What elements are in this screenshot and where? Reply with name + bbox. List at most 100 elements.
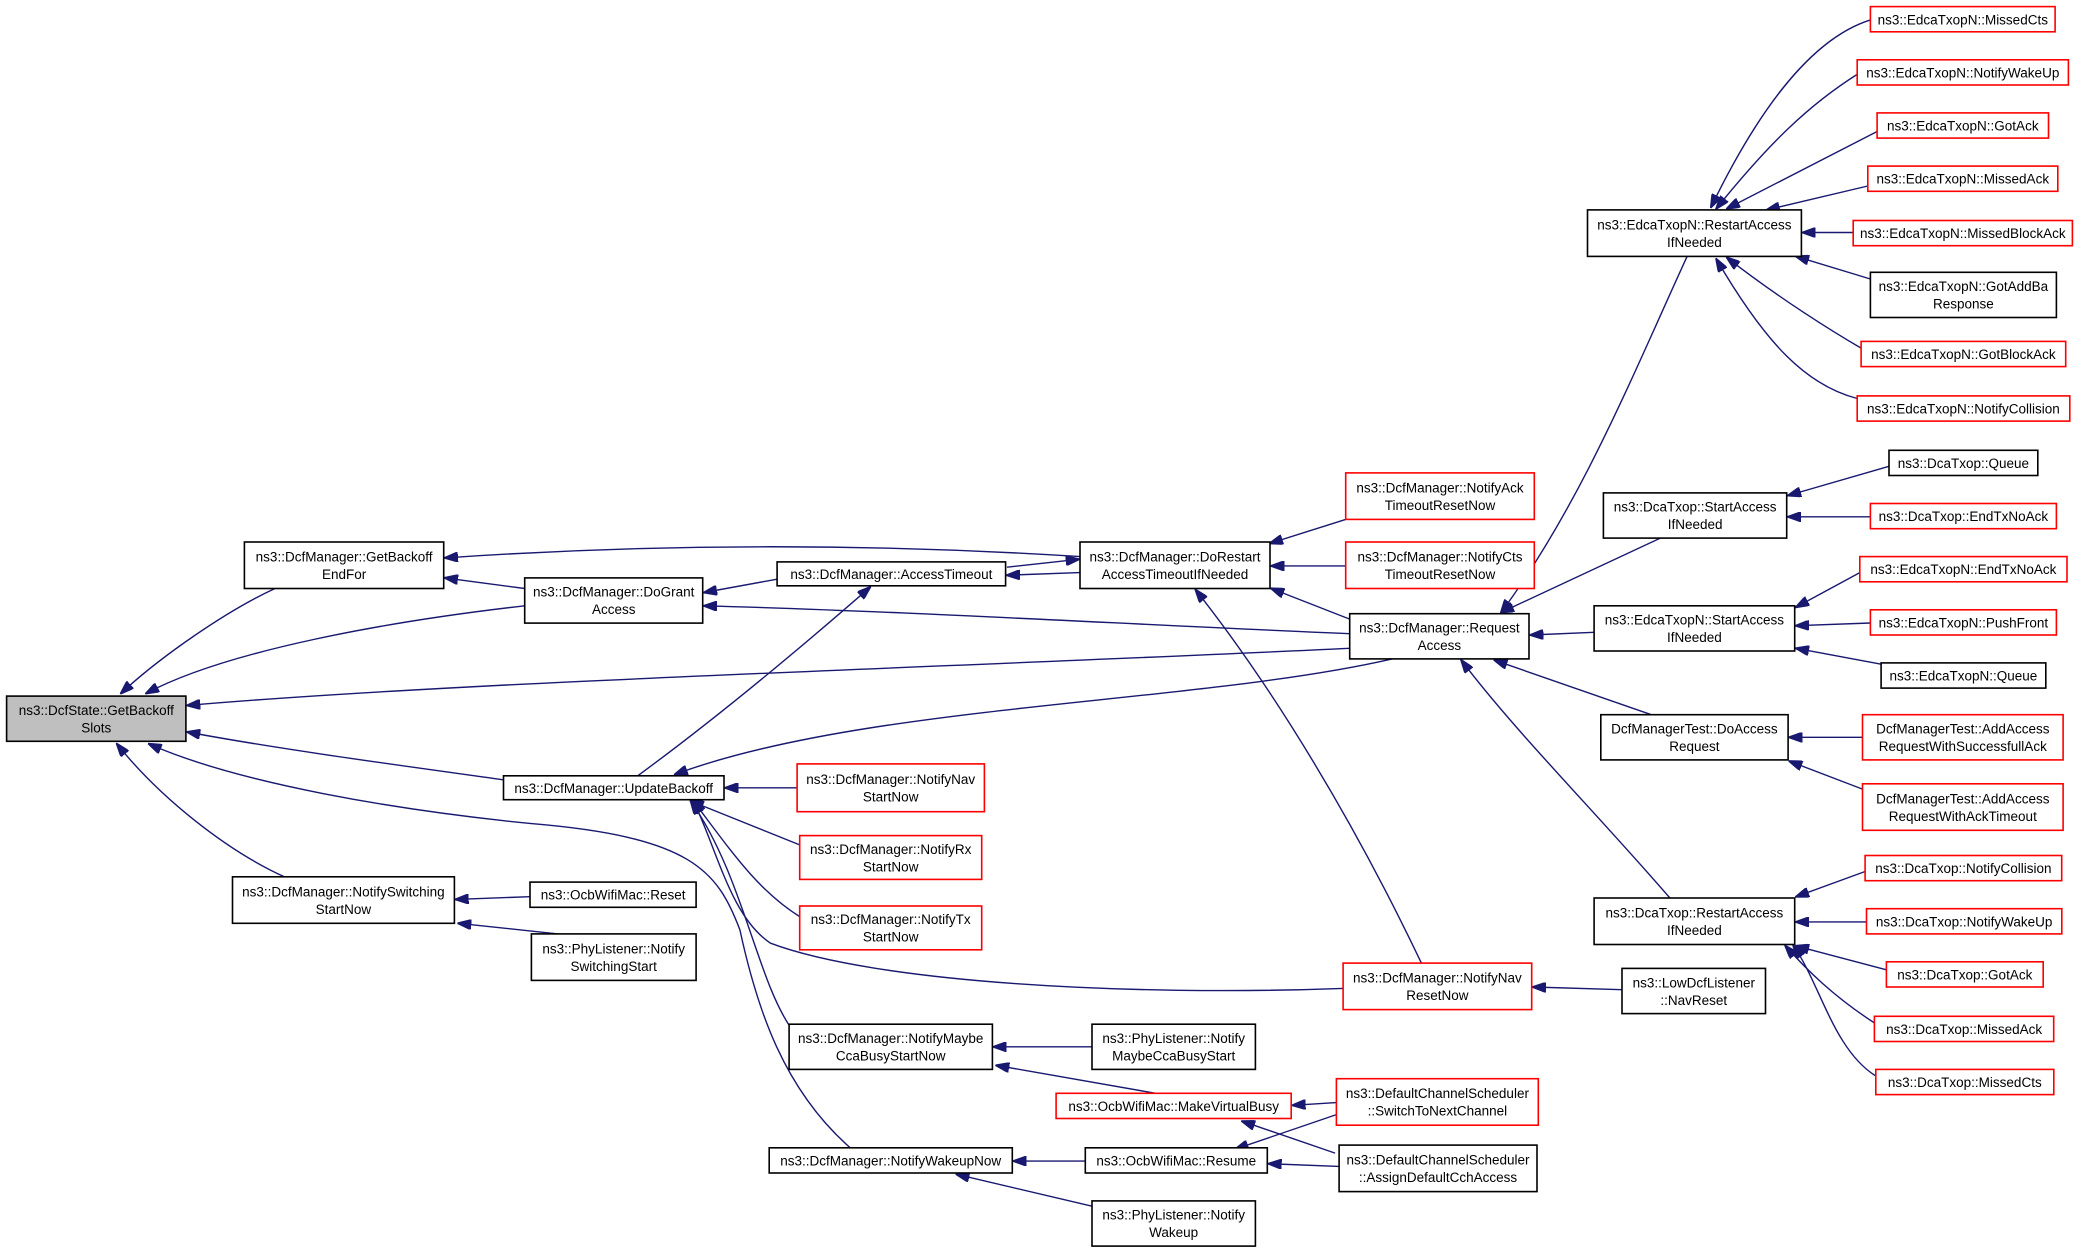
node-label: ns3::DefaultChannelScheduler	[1346, 1153, 1530, 1168]
node-label: ns3::DcfManager::AccessTimeout	[790, 567, 992, 582]
node-edcagotblockack[interactable]: ns3::EdcaTxopN::GotBlockAck	[1860, 340, 2067, 368]
node-lowdcfnavreset[interactable]: ns3::LowDcfListener::NavReset	[1621, 967, 1767, 1015]
node-label: MaybeCcaBusyStart	[1112, 1049, 1235, 1064]
node-accesstimeout[interactable]: ns3::DcfManager::AccessTimeout	[776, 561, 1007, 587]
node-dcaqueue[interactable]: ns3::DcaTxop::Queue	[1888, 449, 2039, 477]
node-label: ns3::EdcaTxopN::RestartAccess	[1597, 217, 1792, 232]
node-label: ns3::DcfManager::NotifyCts	[1357, 550, 1522, 565]
edge-assigndefault-to-makevirtualbusy	[1242, 1121, 1336, 1154]
node-label: ::AssignDefaultCchAccess	[1359, 1170, 1518, 1185]
node-edcanotifycollision[interactable]: ns3::EdcaTxopN::NotifyCollision	[1856, 395, 2071, 422]
node-label: ns3::DcaTxop::EndTxNoAck	[1879, 509, 2049, 524]
node-box	[1880, 662, 2047, 689]
node-label: ns3::DcaTxop::Queue	[1898, 456, 2029, 471]
node-edcamissedack[interactable]: ns3::EdcaTxopN::MissedAck	[1867, 165, 2059, 193]
node-edcaqueue[interactable]: ns3::EdcaTxopN::Queue	[1880, 662, 2047, 689]
node-label: ns3::DefaultChannelScheduler	[1346, 1086, 1530, 1101]
node-edcagotack[interactable]: ns3::EdcaTxopN::GotAck	[1876, 112, 2050, 139]
node-edcaendtxnoack[interactable]: ns3::EdcaTxopN::EndTxNoAck	[1859, 555, 2068, 583]
node-ocbreset[interactable]: ns3::OcbWifiMac::Reset	[529, 881, 697, 909]
node-box	[1344, 541, 1536, 590]
node-box	[788, 1023, 994, 1071]
node-dcagotack[interactable]: ns3::DcaTxop::GotAck	[1885, 960, 2045, 988]
node-label: Access	[1418, 638, 1462, 653]
node-box	[1621, 967, 1767, 1015]
node-edcanotifywakeup[interactable]: ns3::EdcaTxopN::NotifyWakeUp	[1856, 58, 2070, 86]
node-notifywakeup[interactable]: ns3::DcfManager::NotifyWakeupNow	[768, 1147, 1014, 1174]
node-label: ns3::PhyListener::Notify	[1102, 1208, 1245, 1223]
node-box	[1876, 112, 2050, 139]
node-phywakeup[interactable]: ns3::PhyListener::NotifyWakeup	[1091, 1200, 1257, 1247]
node-notifyack[interactable]: ns3::DcfManager::NotifyAckTimeoutResetNo…	[1344, 472, 1536, 521]
edge-notifyack-to-dorestart	[1270, 518, 1346, 543]
edge-dorestart-to-accesstimeout	[1007, 573, 1081, 576]
node-box	[1856, 58, 2070, 86]
node-dcanotifywakeup[interactable]: ns3::DcaTxop::NotifyWakeUp	[1865, 907, 2063, 935]
node-label: ns3::OcbWifiMac::Resume	[1096, 1153, 1256, 1168]
edge-phywakeup-to-notifywakeup	[957, 1174, 1093, 1207]
node-label: ns3::EdcaTxopN::StartAccess	[1605, 613, 1785, 628]
node-edcapushfront[interactable]: ns3::EdcaTxopN::PushFront	[1869, 608, 2058, 636]
node-box	[529, 881, 697, 909]
node-label: ns3::DcaTxop::GotAck	[1897, 967, 2032, 982]
node-box	[1861, 782, 2064, 832]
node-notifycts[interactable]: ns3::DcfManager::NotifyCtsTimeoutResetNo…	[1344, 541, 1536, 590]
edge-ocbreset-to-notifyswitching	[456, 897, 531, 900]
edge-accesstimeout-to-dorestart	[1006, 559, 1079, 568]
edge-edcagotblockack-to-edcarestart	[1727, 258, 1862, 349]
node-ocbresume[interactable]: ns3::OcbWifiMac::Resume	[1084, 1147, 1269, 1174]
node-box	[1859, 555, 2068, 583]
node-notifymaybecca[interactable]: ns3::DcfManager::NotifyMaybeCcaBusyStart…	[788, 1023, 994, 1071]
node-box	[1873, 1015, 2055, 1043]
node-label: IfNeeded	[1667, 235, 1722, 250]
edge-notifyswitching-to-root	[117, 744, 285, 878]
node-box	[1869, 271, 2058, 319]
node-label: ns3::EdcaTxopN::NotifyWakeUp	[1866, 65, 2059, 80]
node-dcaendtxnoack[interactable]: ns3::DcaTxop::EndTxNoAck	[1869, 502, 2058, 530]
edge-requestaccess-to-updatebackoff	[675, 658, 1393, 775]
node-label: StartNow	[863, 859, 919, 874]
node-dcanotifycollision[interactable]: ns3::DcaTxop::NotifyCollision	[1864, 854, 2063, 882]
node-dcamissedack[interactable]: ns3::DcaTxop::MissedAck	[1873, 1015, 2055, 1043]
node-label: ns3::DcfState::GetBackoff	[19, 703, 174, 718]
node-switchtonext[interactable]: ns3::DefaultChannelScheduler::SwitchToNe…	[1335, 1077, 1540, 1126]
edge-dorestart-to-getbackoffendfor	[445, 546, 1081, 558]
edge-dcastartaccess-to-requestaccess	[1501, 537, 1661, 612]
node-label: ns3::PhyListener::Notify	[1102, 1031, 1245, 1046]
node-box	[798, 834, 983, 881]
node-makevirtualbusy[interactable]: ns3::OcbWifiMac::MakeVirtualBusy	[1055, 1092, 1292, 1120]
node-dorestart[interactable]: ns3::DcfManager::DoRestartAccessTimeoutI…	[1079, 541, 1271, 590]
node-label: ns3::EdcaTxopN::GotAddBa	[1879, 279, 2049, 294]
node-updatebackoff[interactable]: ns3::DcfManager::UpdateBackoff	[502, 774, 725, 801]
node-label: TimeoutResetNow	[1385, 567, 1496, 582]
node-assigndefault[interactable]: ns3::DefaultChannelScheduler::AssignDefa…	[1338, 1144, 1538, 1193]
node-dcftesttimeout[interactable]: DcfManagerTest::AddAccessRequestWithAckT…	[1861, 782, 2064, 832]
node-edcamissedcts[interactable]: ns3::EdcaTxopN::MissedCts	[1869, 5, 2056, 33]
edge-dcaqueue-to-dcastartaccess	[1788, 465, 1890, 495]
edge-requestaccess-to-dograntaccess	[704, 606, 1350, 635]
edge-updatebackoff-to-root	[187, 732, 504, 781]
edge-dcagotack-to-dcarestart	[1796, 946, 1887, 971]
edge-edcagotack-to-edcarestart	[1727, 130, 1878, 209]
edge-notifynavreset-to-dorestart	[1196, 590, 1423, 964]
node-dcftestsuccess[interactable]: DcfManagerTest::AddAccessRequestWithSucc…	[1861, 713, 2064, 761]
node-edcamissedblockack[interactable]: ns3::EdcaTxopN::MissedBlockAck	[1852, 219, 2074, 247]
node-phymaybecca[interactable]: ns3::PhyListener::NotifyMaybeCcaBusyStar…	[1091, 1023, 1257, 1071]
node-dcamissedcts[interactable]: ns3::DcaTxop::MissedCts	[1875, 1068, 2055, 1096]
